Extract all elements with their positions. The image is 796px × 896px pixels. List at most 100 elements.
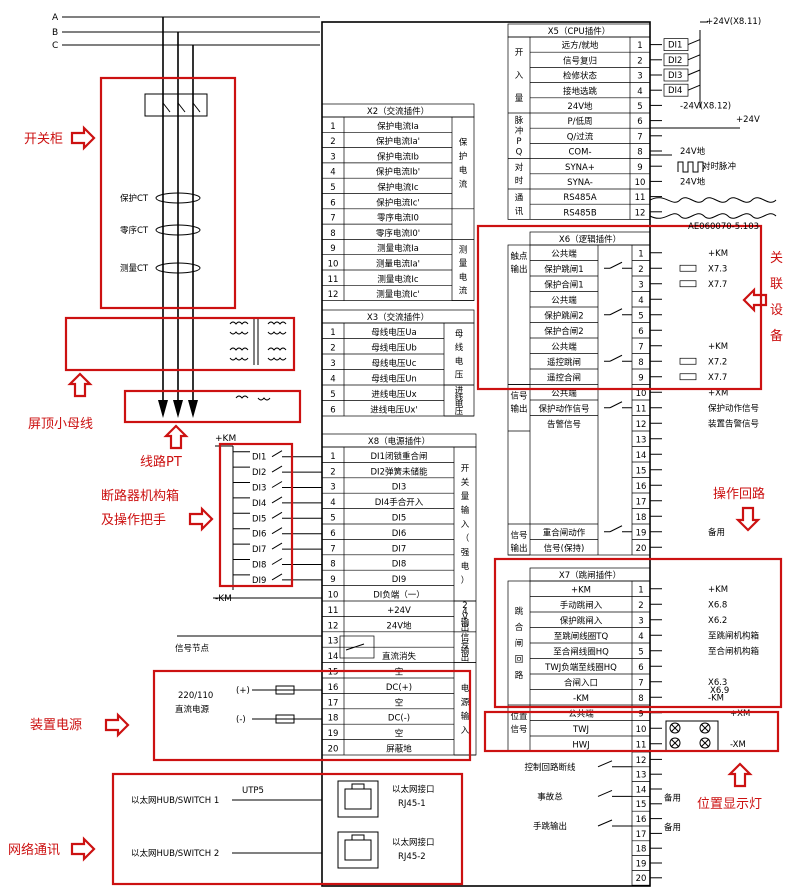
x8-terminal-name: 直流消失	[382, 651, 417, 662]
x8-terminal-number: 16	[328, 683, 339, 693]
x3-terminal-number: 5	[330, 390, 335, 400]
x5-terminal-name: COM-	[568, 148, 591, 158]
x2-terminal-name: 保护电流Ia	[377, 121, 419, 132]
rs485-cable-label: AE060070-5.103	[688, 222, 759, 232]
x5-external-label: 24V地	[680, 176, 706, 187]
callout-arrow-icon	[67, 372, 93, 398]
x2-terminal-name: 保护电流Ia'	[376, 136, 420, 147]
x8-terminal-name: 24V地	[386, 620, 412, 631]
x5-group-label: 开入量	[515, 48, 524, 104]
x3-terminal-number: 3	[330, 359, 335, 369]
position-lamp-icon	[665, 720, 719, 752]
x3-title: X3（交流插件）	[367, 312, 429, 323]
x7-terminal-name: 保护跳闸入	[560, 616, 603, 627]
x7-group-label: 跳合闸回路	[515, 606, 524, 681]
x5-group-label: 通讯	[515, 193, 524, 217]
x6-terminal-number: 7	[638, 343, 643, 353]
x7-terminal-number: 10	[636, 725, 647, 735]
x7-terminal-name: 手动跳闸入	[560, 600, 603, 611]
x5-terminal-number: 8	[637, 148, 642, 158]
x6-terminal-number: 13	[636, 436, 647, 446]
x6-external-label: X7.7	[708, 280, 727, 290]
di-contact-label: DI4	[252, 499, 266, 509]
x6-terminal-name: 重合闸动作	[543, 528, 586, 539]
x8-group-label: 信号输出	[461, 632, 470, 664]
x2-terminal-number: 4	[330, 168, 335, 178]
switchgear-box	[99, 76, 237, 310]
di-contact-label: DI8	[252, 561, 266, 571]
x6-terminal-name: 保护跳闸1	[544, 264, 583, 275]
x2-terminal-name: 保护电流Ib	[377, 151, 419, 162]
x5-external-label: DI2	[668, 56, 682, 66]
ethernet-port-2-name: 以太网接口	[392, 837, 435, 848]
x2-terminal-name: 零序电流I0'	[376, 228, 420, 239]
x2-terminal-number: 6	[330, 198, 335, 208]
x6-terminal-number: 9	[638, 374, 643, 384]
red-annotations: 开关柜屏顶小母线线路PT断路器机构箱及操作把手装置电源网络通讯关联设备操作回路位…	[8, 76, 783, 886]
x6-terminal-number: 10	[636, 389, 647, 399]
x6-external-label: X7.2	[708, 357, 727, 367]
x7-terminal-number: 6	[638, 663, 643, 673]
x6-terminal-number: 1	[638, 250, 643, 260]
x5-terminal-number: 11	[635, 193, 646, 203]
x2-terminal-number: 8	[330, 229, 335, 239]
x7-terminal-name: 合闸入口	[564, 678, 598, 689]
x3-group-label: 进线电压	[455, 386, 464, 417]
x8-terminal-name: DI8	[392, 560, 406, 570]
cpu-supply-label: +24V(X8.11)	[706, 17, 761, 27]
x5-title: X5（CPU插件）	[548, 26, 611, 37]
x5-terminal-name: 接地选跳	[563, 86, 598, 97]
x3-group-label: 母线电压	[455, 329, 464, 380]
x5-terminal-number: 9	[637, 163, 642, 173]
x5-terminal-number: 3	[637, 72, 642, 82]
x8-terminal-number: 3	[330, 483, 335, 493]
x5-external-label: 对时脉冲	[702, 161, 736, 172]
x2-terminal-name: 保护电流Ic'	[376, 197, 420, 208]
x6-terminal-name: 保护合闸1	[544, 280, 583, 291]
breaker-annotation-2: 及操作把手	[101, 512, 166, 528]
x6-terminal-number: 5	[638, 312, 643, 322]
switchgear-annotation: 开关柜	[24, 132, 63, 147]
x8-terminal-name: DI负端（一）	[373, 590, 425, 601]
callout-arrow-icon	[742, 287, 768, 313]
x7-external-label: -KM	[708, 693, 724, 703]
x3-terminal-number: 1	[330, 328, 335, 338]
x7-terminal-name: TWJ	[572, 725, 589, 735]
x5-terminal-name: RS485A	[563, 193, 597, 203]
static-labels: A B C 保护CT 零序CT 测量CT +KM -KM 信号节点 220/11…	[52, 13, 761, 862]
plus-km-label: +KM	[215, 434, 236, 444]
di-contact-label: DI1	[252, 453, 266, 463]
x2-title: X2（交流插件）	[367, 106, 429, 117]
ethernet-port-1-jack: RJ45-1	[398, 799, 426, 809]
phase-c-label: C	[52, 41, 58, 51]
x6-terminal-number: 15	[636, 467, 647, 477]
x5-group-label: 对时	[515, 162, 524, 186]
line-pt-terminals	[158, 400, 198, 418]
x8-terminal-name: DI2弹簧未储能	[371, 466, 428, 477]
x3-terminal-name: 母线电压Ua	[371, 327, 416, 338]
x2-terminal-name: 测量电流Ia	[377, 243, 419, 254]
x7-external-label: +XM	[730, 709, 750, 719]
x2-terminal-number: 12	[328, 290, 339, 300]
x7-external-label: 至合闸机构箱	[708, 646, 760, 657]
x8-terminal-name: DC(-)	[388, 714, 410, 724]
x3-terminal-number: 4	[330, 375, 335, 385]
x8-terminal-number: 1	[330, 452, 335, 462]
ethernet-port-2-jack: RJ45-2	[398, 852, 426, 862]
psu-fuse-plus	[275, 685, 295, 695]
x6-terminal-number: 17	[636, 498, 647, 508]
x3-terminal-number: 2	[330, 344, 335, 354]
x8-terminal-name: DI7	[392, 544, 406, 554]
x7-external-label: 至跳闸机构箱	[708, 630, 760, 641]
x8-terminal-number: 10	[328, 591, 339, 601]
x6-terminal-name: 保护合闸2	[544, 326, 583, 337]
x6-external-label: +KM	[708, 249, 728, 259]
x8-terminal-number: 11	[328, 606, 339, 616]
x7b-terminal-name: 控制回路断线	[524, 762, 576, 773]
x8-terminal-name: 空	[395, 697, 404, 708]
x8-terminal-number: 8	[330, 560, 335, 570]
x2-terminal-number: 2	[330, 137, 335, 147]
x8-terminal-number: 12	[328, 621, 339, 631]
network-annotation: 网络通讯	[8, 842, 60, 858]
